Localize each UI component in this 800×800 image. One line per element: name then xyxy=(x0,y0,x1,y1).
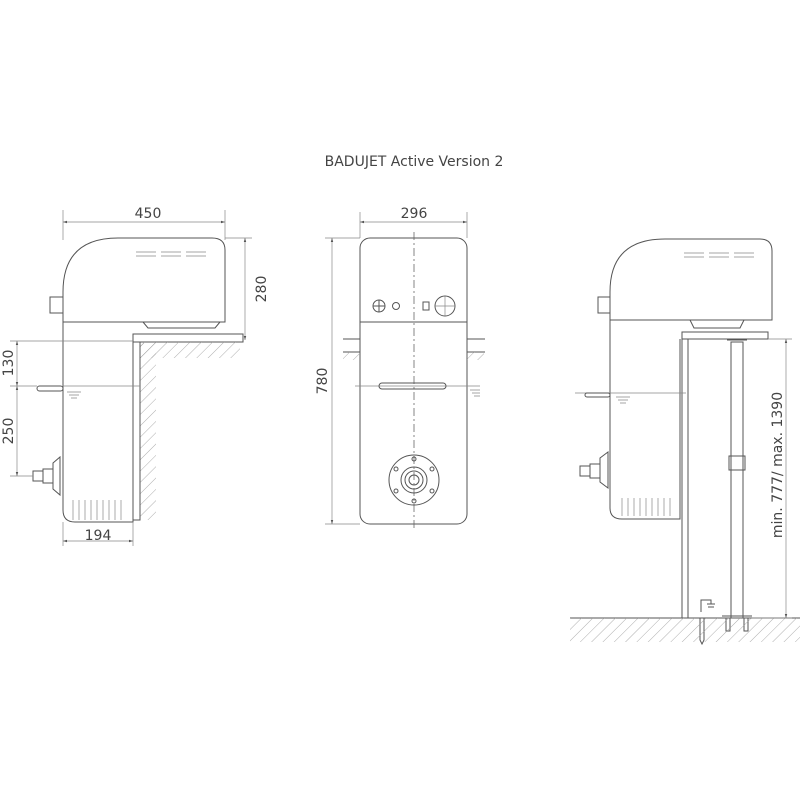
pole-clamp xyxy=(728,455,746,471)
front-view: 296 780 xyxy=(315,206,485,528)
bottom-vents xyxy=(72,500,122,520)
stand-view: min. 777/ max. 1390 xyxy=(570,238,800,646)
vent-slots xyxy=(136,251,206,257)
bracket xyxy=(681,338,689,619)
dim-130: 130 xyxy=(1,350,17,377)
bracket xyxy=(132,341,141,521)
control-icons xyxy=(372,295,456,317)
outlet-fitting xyxy=(32,455,61,497)
dim-780: 780 xyxy=(315,368,331,395)
side-view: 450 280 130 250 194 xyxy=(1,206,270,546)
support-pole xyxy=(730,341,744,619)
dim-stand-height: min. 777/ max. 1390 xyxy=(770,392,786,538)
outlet-flange xyxy=(388,454,440,506)
dim-296: 296 xyxy=(401,206,428,222)
drawing-title: BADUJET Active Version 2 xyxy=(325,154,504,170)
housing-lower xyxy=(62,322,134,523)
housing-front xyxy=(359,237,468,525)
water-slot xyxy=(378,382,447,390)
housing-top xyxy=(62,237,226,323)
knob xyxy=(49,296,64,314)
dim-280: 280 xyxy=(254,276,270,303)
mounting-plate xyxy=(132,333,244,343)
dim-250: 250 xyxy=(1,418,17,445)
dim-194: 194 xyxy=(85,528,112,544)
dim-450: 450 xyxy=(135,206,162,222)
water-slot xyxy=(36,385,64,392)
